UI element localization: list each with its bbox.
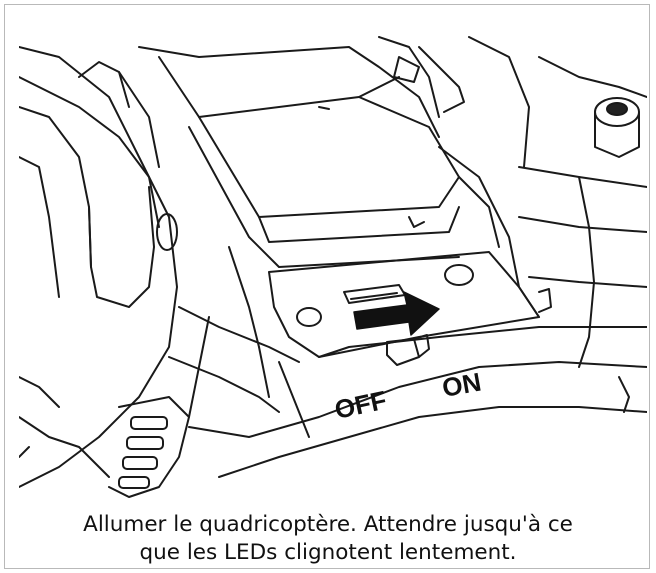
drone-illustration: OFF ON	[19, 17, 647, 507]
caption-line-2: que les LEDs clignotent lentement.	[139, 540, 517, 565]
right-arrow-icon	[353, 291, 440, 336]
caption-line-1: Allumer le quadricoptère. Attendre jusqu…	[83, 512, 573, 537]
instruction-caption: Allumer le quadricoptère. Attendre jusqu…	[5, 511, 651, 567]
switch-label-off: OFF	[332, 385, 389, 425]
drone-body-shell	[168, 246, 647, 478]
left-arm-housing	[19, 46, 178, 488]
figure-frame: OFF ON Allumer le quadricoptère. Attendr…	[4, 4, 650, 569]
left-vent-grille	[19, 376, 190, 498]
switch-label-on: ON	[440, 367, 484, 403]
battery-compartment	[138, 36, 540, 318]
right-arm-housing	[468, 36, 647, 413]
